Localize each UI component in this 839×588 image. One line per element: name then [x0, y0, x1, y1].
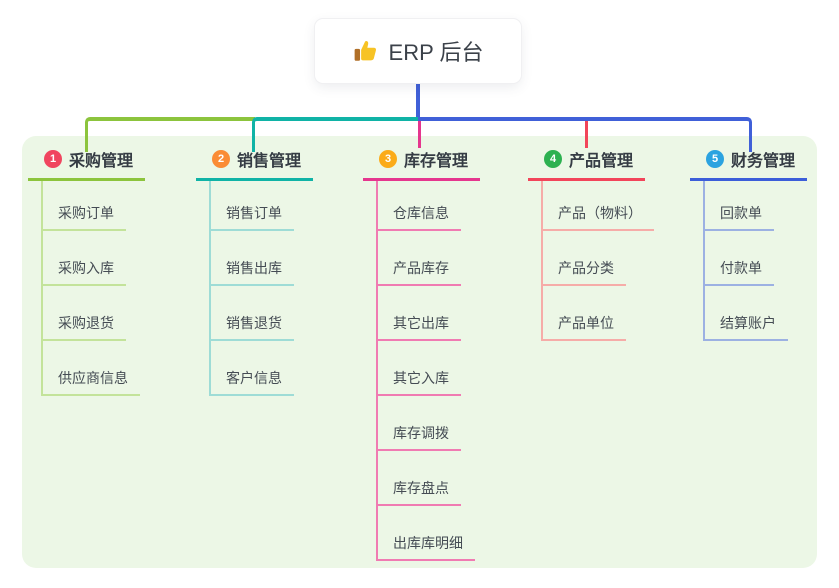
- branch-2: 2 销售管理销售订单销售出库销售退货客户信息: [196, 147, 313, 396]
- connector-branch1: [85, 117, 255, 152]
- connector-branch4: [585, 121, 588, 148]
- root-node[interactable]: ERP 后台: [315, 19, 521, 83]
- child-node[interactable]: 产品单位: [543, 286, 626, 341]
- child-node[interactable]: 供应商信息: [43, 341, 140, 396]
- branch-label: 采购管理: [69, 153, 134, 170]
- child-node[interactable]: 客户信息: [211, 341, 294, 396]
- child-node[interactable]: 仓库信息: [378, 181, 461, 231]
- child-node[interactable]: 付款单: [705, 231, 774, 286]
- branch-children: 销售订单销售出库销售退货客户信息: [209, 181, 294, 396]
- branch-children: 仓库信息产品库存其它出库其它入库库存调拨库存盘点出库库明细: [376, 181, 475, 561]
- child-node[interactable]: 结算账户: [705, 286, 788, 341]
- child-node[interactable]: 采购退货: [43, 286, 126, 341]
- child-node[interactable]: 其它入库: [378, 341, 461, 396]
- child-node[interactable]: 销售退货: [211, 286, 294, 341]
- branch-title[interactable]: 3 库存管理: [363, 147, 480, 181]
- branch-label: 库存管理: [404, 153, 469, 170]
- branch-index-badge: 4: [544, 150, 562, 168]
- branch-label: 财务管理: [731, 153, 796, 170]
- child-node[interactable]: 库存调拨: [378, 396, 461, 451]
- child-node[interactable]: 产品（物料）: [543, 181, 654, 231]
- branch-title[interactable]: 2 销售管理: [196, 147, 313, 181]
- root-trunk-connector: [416, 83, 420, 119]
- branch-children: 采购订单采购入库采购退货供应商信息: [41, 181, 140, 396]
- thumbs-up-icon: [353, 38, 379, 64]
- branch-title[interactable]: 5 财务管理: [690, 147, 807, 181]
- branch-1: 1 采购管理采购订单采购入库采购退货供应商信息: [28, 147, 145, 396]
- root-title: ERP 后台: [388, 40, 484, 65]
- child-node[interactable]: 销售订单: [211, 181, 294, 231]
- branch-label: 销售管理: [237, 153, 302, 170]
- connector-branch3: [418, 121, 421, 148]
- connector-branch2: [252, 117, 422, 152]
- child-node[interactable]: 产品分类: [543, 231, 626, 286]
- child-node[interactable]: 采购订单: [43, 181, 126, 231]
- branch-index-badge: 2: [212, 150, 230, 168]
- branch-index-badge: 3: [379, 150, 397, 168]
- branch-title[interactable]: 1 采购管理: [28, 147, 145, 181]
- branch-children: 回款单付款单结算账户: [703, 181, 788, 341]
- branch-index-badge: 1: [44, 150, 62, 168]
- branch-title[interactable]: 4 产品管理: [528, 147, 645, 181]
- branch-5: 5 财务管理回款单付款单结算账户: [690, 147, 807, 341]
- branch-index-badge: 5: [706, 150, 724, 168]
- child-node[interactable]: 库存盘点: [378, 451, 461, 506]
- child-node[interactable]: 其它出库: [378, 286, 461, 341]
- child-node[interactable]: 产品库存: [378, 231, 461, 286]
- branches-panel: [22, 136, 817, 568]
- child-node[interactable]: 回款单: [705, 181, 774, 231]
- child-node[interactable]: 销售出库: [211, 231, 294, 286]
- branch-label: 产品管理: [569, 153, 634, 170]
- child-node[interactable]: 采购入库: [43, 231, 126, 286]
- child-node[interactable]: 出库库明细: [378, 506, 475, 561]
- branch-3: 3 库存管理仓库信息产品库存其它出库其它入库库存调拨库存盘点出库库明细: [363, 147, 480, 561]
- branch-4: 4 产品管理产品（物料）产品分类产品单位: [528, 147, 654, 341]
- connector-branch5: [418, 117, 752, 152]
- branch-children: 产品（物料）产品分类产品单位: [541, 181, 654, 341]
